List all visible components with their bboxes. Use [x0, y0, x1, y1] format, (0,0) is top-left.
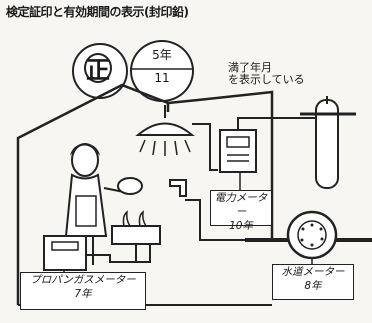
water-meter-name: 水道メーター: [281, 266, 345, 278]
gas-meter-name: プロパンガスメーター: [30, 274, 136, 286]
electric-meter-name: 電力メーター: [214, 192, 268, 218]
lamp-shade: [135, 122, 195, 136]
water-feed: [185, 199, 245, 241]
note-line-2: を表示している: [228, 73, 305, 86]
figure-title: 検定証印と有効期間の表示(封印鉛): [6, 5, 189, 19]
electric-meter-period: 10年: [229, 220, 253, 232]
gas-meter-label: プロパンガスメーター 7年: [20, 272, 146, 310]
seal-glyph: 正: [84, 53, 112, 84]
woman-hair: [70, 143, 100, 156]
gas-meter-period: 7年: [74, 288, 92, 300]
stove: [111, 225, 161, 245]
water-meter-period: 8年: [304, 280, 322, 292]
faucet: [169, 179, 187, 197]
electric-meter-label: 電力メーター 10年: [210, 190, 272, 232]
electric-meter-display: [226, 136, 250, 148]
note-line-1: 満了年月: [228, 61, 272, 74]
lamp-rays: [139, 139, 191, 156]
water-meter-dots: [300, 223, 324, 247]
frying-pan: [117, 177, 143, 195]
apron: [75, 195, 97, 227]
power-line: [237, 117, 272, 130]
period-years: 5年: [152, 48, 172, 62]
gas-pipe: [86, 244, 151, 263]
gas-meter-display: [51, 241, 79, 251]
water-meter-dial: [297, 220, 327, 250]
gas-meter: [43, 235, 87, 271]
water-meter-label: 水道メーター 8年: [272, 264, 354, 300]
period-expiry: 11: [154, 71, 170, 85]
stove-flames: [122, 210, 147, 227]
roof-right: [167, 90, 274, 152]
roof-left: [16, 83, 170, 155]
lamp-wire: [192, 123, 218, 171]
